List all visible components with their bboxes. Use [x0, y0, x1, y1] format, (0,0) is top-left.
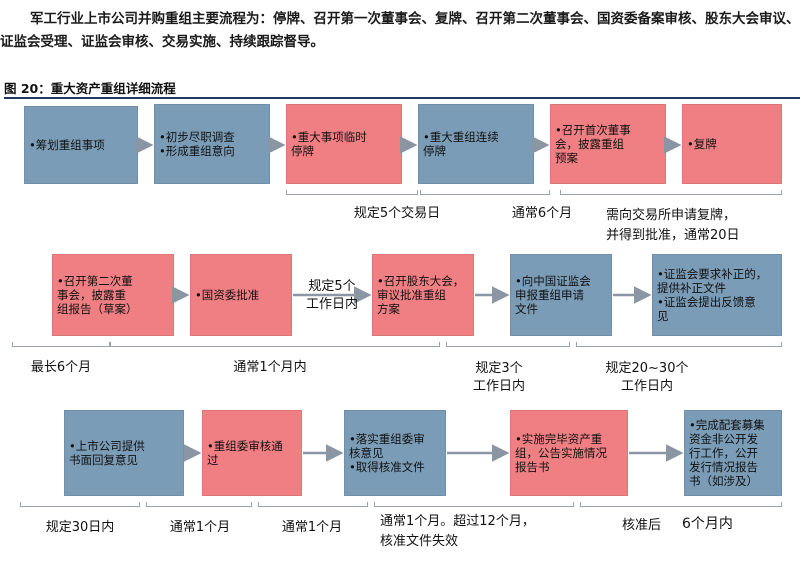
flow-box-label: •完成配套募集 资金非公开发 行工作，公开 发行情况报告 书（如涉及） — [689, 418, 765, 488]
flow-box-r1-6: •复牌 — [682, 104, 782, 184]
flow-box-label: •筹划重组事项 — [29, 138, 105, 152]
span-bracket — [446, 342, 570, 347]
flow-box-r2-5: •证监会要求补正的， 提供补正文件 •证监会提出反馈意 见 — [652, 254, 782, 336]
duration-label: 规定30日内 — [45, 520, 115, 535]
flow-box-r2-3: •召开股东大会， 审议批准重组 方案 — [372, 254, 474, 336]
flow-box-label: •向中国证监会 申报重组申请 文件 — [515, 274, 591, 316]
flow-box-r3-4: •实施完毕资产重 组，公告实施情况 报告书 — [510, 410, 628, 496]
span-bracket — [374, 502, 574, 507]
flow-box-r2-1: •召开第二次董 事会，披露重 组报告（草案） — [52, 254, 174, 336]
span-bracket — [146, 502, 252, 507]
duration-label: 核准后 — [622, 518, 662, 533]
flow-box-r3-2: •重组委审核通 过 — [202, 410, 302, 496]
flow-box-label: •落实重组委审 核意见 •取得核准文件 — [349, 432, 425, 474]
flow-box-label: •国资委批准 — [195, 288, 260, 302]
flow-box-label: •初步尽职调查 •形成重组意向 — [159, 130, 235, 158]
flow-box-r1-3: •重大事项临时 停牌 — [286, 104, 402, 184]
span-bracket — [580, 502, 782, 507]
flow-box-label: •召开首次董事 会，披露重组 预案 — [555, 123, 631, 165]
flow-box-r3-3: •落实重组委审 核意见 •取得核准文件 — [344, 410, 446, 496]
duration-label: 规定5个交易日 — [353, 206, 441, 221]
span-bracket — [576, 342, 782, 347]
flow-box-r1-2: •初步尽职调查 •形成重组意向 — [154, 104, 270, 184]
duration-label: 规定3个 工作日内 — [472, 361, 525, 394]
duration-label: 规定20~30个 工作日内 — [605, 361, 689, 394]
flow-box-label: •重大事项临时 停牌 — [291, 130, 367, 158]
span-bracket — [420, 190, 550, 195]
flow-box-r1-1: •筹划重组事项 — [24, 106, 138, 184]
duration-label: 最长6个月 — [30, 360, 92, 375]
span-bracket — [20, 502, 140, 507]
duration-label: 通常1个月。超过12个月， 核准文件失效 — [380, 514, 535, 549]
span-bracket — [12, 342, 110, 347]
span-bracket — [258, 502, 368, 507]
flow-box-label: •复牌 — [687, 137, 717, 151]
flow-box-r3-5: •完成配套募集 资金非公开发 行工作，公开 发行情况报告 书（如涉及） — [684, 410, 782, 496]
arrow-label: 规定5个 工作日内 — [305, 279, 358, 312]
figure-title-rule — [4, 97, 800, 99]
flow-box-label: •证监会要求补正的， 提供补正文件 •证监会提出反馈意 见 — [657, 267, 768, 323]
flow-box-r2-2: •国资委批准 — [190, 254, 292, 336]
figure-title: 图 20：重大资产重组详细流程 — [4, 81, 176, 96]
flow-box-label: •召开第二次董 事会，披露重 组报告（草案） — [57, 274, 138, 316]
flow-box-label: •召开股东大会， 审议批准重组 方案 — [377, 274, 465, 316]
flow-box-r3-1: •上市公司提供 书面回复意见 — [64, 410, 184, 496]
span-bracket — [286, 190, 418, 195]
duration-label: 通常6个月 — [511, 206, 573, 221]
flow-box-label: •实施完毕资产重 组，公告实施情况 报告书 — [515, 432, 607, 474]
duration-label: 6个月内 — [682, 516, 733, 532]
intro-paragraph: 军工行业上市公司并购重组主要流程为：停牌、召开第一次董事会、复牌、召开第二次董事… — [0, 11, 800, 50]
flow-box-r1-4: •重大重组连续 停牌 — [418, 104, 534, 184]
duration-label: 需向交易所申请复牌， 并得到批准，通常20日 — [606, 208, 740, 243]
flow-box-r2-4: •向中国证监会 申报重组申请 文件 — [510, 254, 612, 336]
span-bracket — [560, 190, 782, 195]
flow-box-label: •上市公司提供 书面回复意见 — [69, 439, 145, 467]
flow-box-label: •重大重组连续 停牌 — [423, 130, 499, 158]
span-bracket — [110, 342, 440, 347]
duration-label: 通常1个月 — [169, 520, 231, 535]
flow-box-label: •重组委审核通 过 — [207, 439, 283, 467]
duration-label: 通常1个月内 — [233, 360, 307, 375]
duration-label: 通常1个月 — [281, 520, 343, 535]
